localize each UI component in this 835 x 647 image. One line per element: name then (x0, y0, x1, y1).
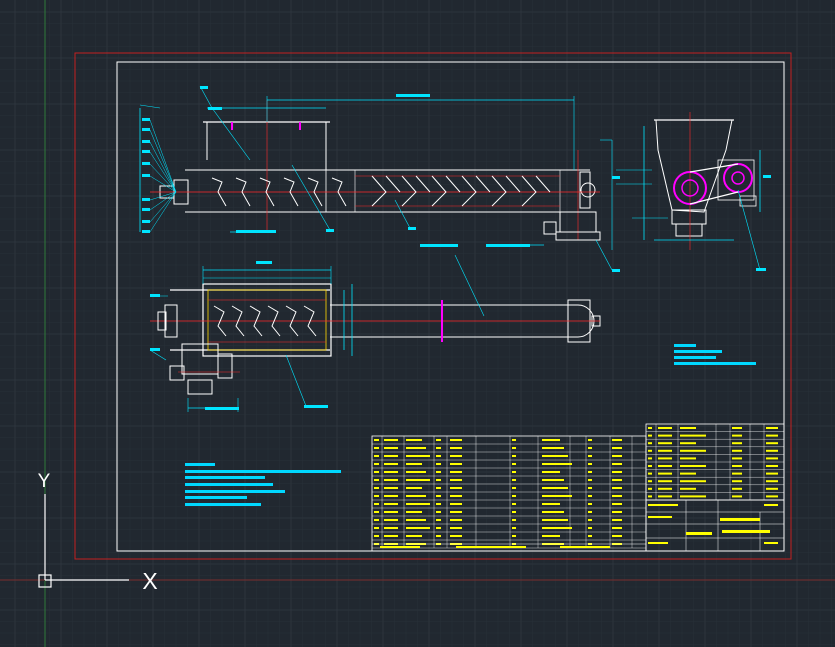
ucs-y-label: Y (38, 471, 51, 492)
ucs-x-label: X (142, 568, 157, 594)
title-block-bom[interactable] (371, 423, 785, 552)
spec-notes (674, 344, 756, 365)
plan-view[interactable] (149, 244, 601, 412)
technical-notes (185, 463, 341, 506)
sheet-border[interactable] (74, 52, 792, 560)
side-view[interactable] (612, 112, 771, 271)
ucs-icon: Y X (38, 471, 158, 594)
front-elevation-view[interactable] (139, 85, 620, 272)
